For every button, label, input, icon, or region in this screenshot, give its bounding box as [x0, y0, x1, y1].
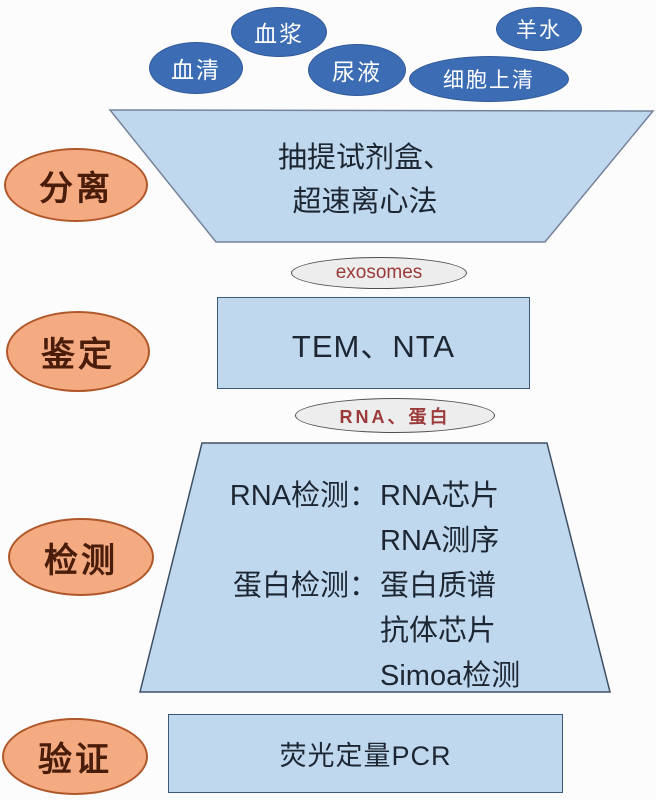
detection-row-label: 蛋白检测： [232, 569, 378, 602]
rna-protein-ellipse: RNA、蛋白 [295, 398, 495, 433]
detection-funnel-shape [139, 442, 611, 693]
identification-panel: TEM、NTA [217, 297, 530, 389]
detection-row: Simoa检测 [150, 650, 540, 695]
validation-panel: 荧光定量PCR [168, 714, 563, 793]
separation-method-line1: 抽提试剂盒、 [277, 142, 452, 174]
source-ellipse-amniotic-fluid: 羊水 [496, 7, 582, 51]
stage-ellipse-separation: 分离 [4, 148, 148, 222]
detection-row-label: RNA检测： [229, 479, 378, 512]
stage-ellipse-detection: 检测 [8, 518, 154, 596]
detection-row-value: Simoa检测 [380, 659, 521, 692]
detection-methods-list: RNA检测： RNA芯片 RNA测序 蛋白检测： 蛋白质谱 抗体芯片 Simoa… [150, 470, 540, 695]
separation-funnel-shape [108, 109, 655, 243]
detection-row: 抗体芯片 [150, 605, 540, 650]
source-ellipse-serum: 血清 [149, 42, 243, 94]
detection-row-value: RNA测序 [380, 524, 500, 557]
source-ellipse-cell-supernatant: 细胞上清 [409, 56, 569, 102]
stage-ellipse-identification: 鉴定 [6, 311, 150, 392]
exosomes-ellipse: exosomes [291, 257, 467, 289]
detection-row-value: RNA芯片 [380, 479, 500, 512]
source-ellipse-urine: 尿液 [308, 44, 406, 96]
detection-row-value: 蛋白质谱 [380, 569, 497, 602]
source-ellipse-plasma: 血浆 [231, 7, 327, 57]
detection-row-value: 抗体芯片 [380, 614, 497, 647]
detection-row: 蛋白检测： 蛋白质谱 [150, 560, 540, 605]
detection-row: RNA测序 [150, 515, 540, 560]
detection-row: RNA检测： RNA芯片 [150, 470, 540, 515]
separation-methods-text: 抽提试剂盒、 超速离心法 [180, 136, 550, 224]
separation-method-line2: 超速离心法 [292, 186, 438, 218]
stage-ellipse-validation: 验证 [2, 718, 148, 795]
